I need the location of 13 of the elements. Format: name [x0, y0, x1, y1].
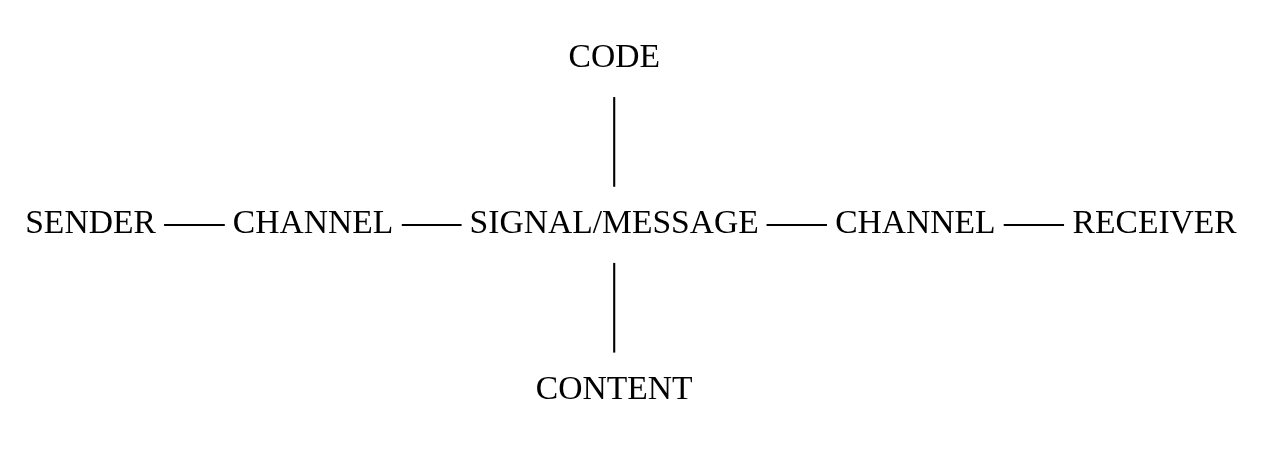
- node-text: CHANNEL: [232, 202, 394, 240]
- connector: [613, 262, 616, 353]
- node-text: SIGNAL/MESSAGE: [469, 202, 759, 240]
- connector: [401, 223, 462, 227]
- node-text: CODE: [568, 37, 660, 75]
- node-text: RECEIVER: [1072, 202, 1237, 240]
- node-text: SENDER: [25, 202, 156, 240]
- node-text: CHANNEL: [835, 202, 996, 240]
- connector: [1003, 223, 1065, 227]
- node-text: CONTENT: [535, 368, 693, 406]
- connector: [613, 97, 616, 187]
- connector: [164, 223, 225, 227]
- connector: [766, 223, 827, 227]
